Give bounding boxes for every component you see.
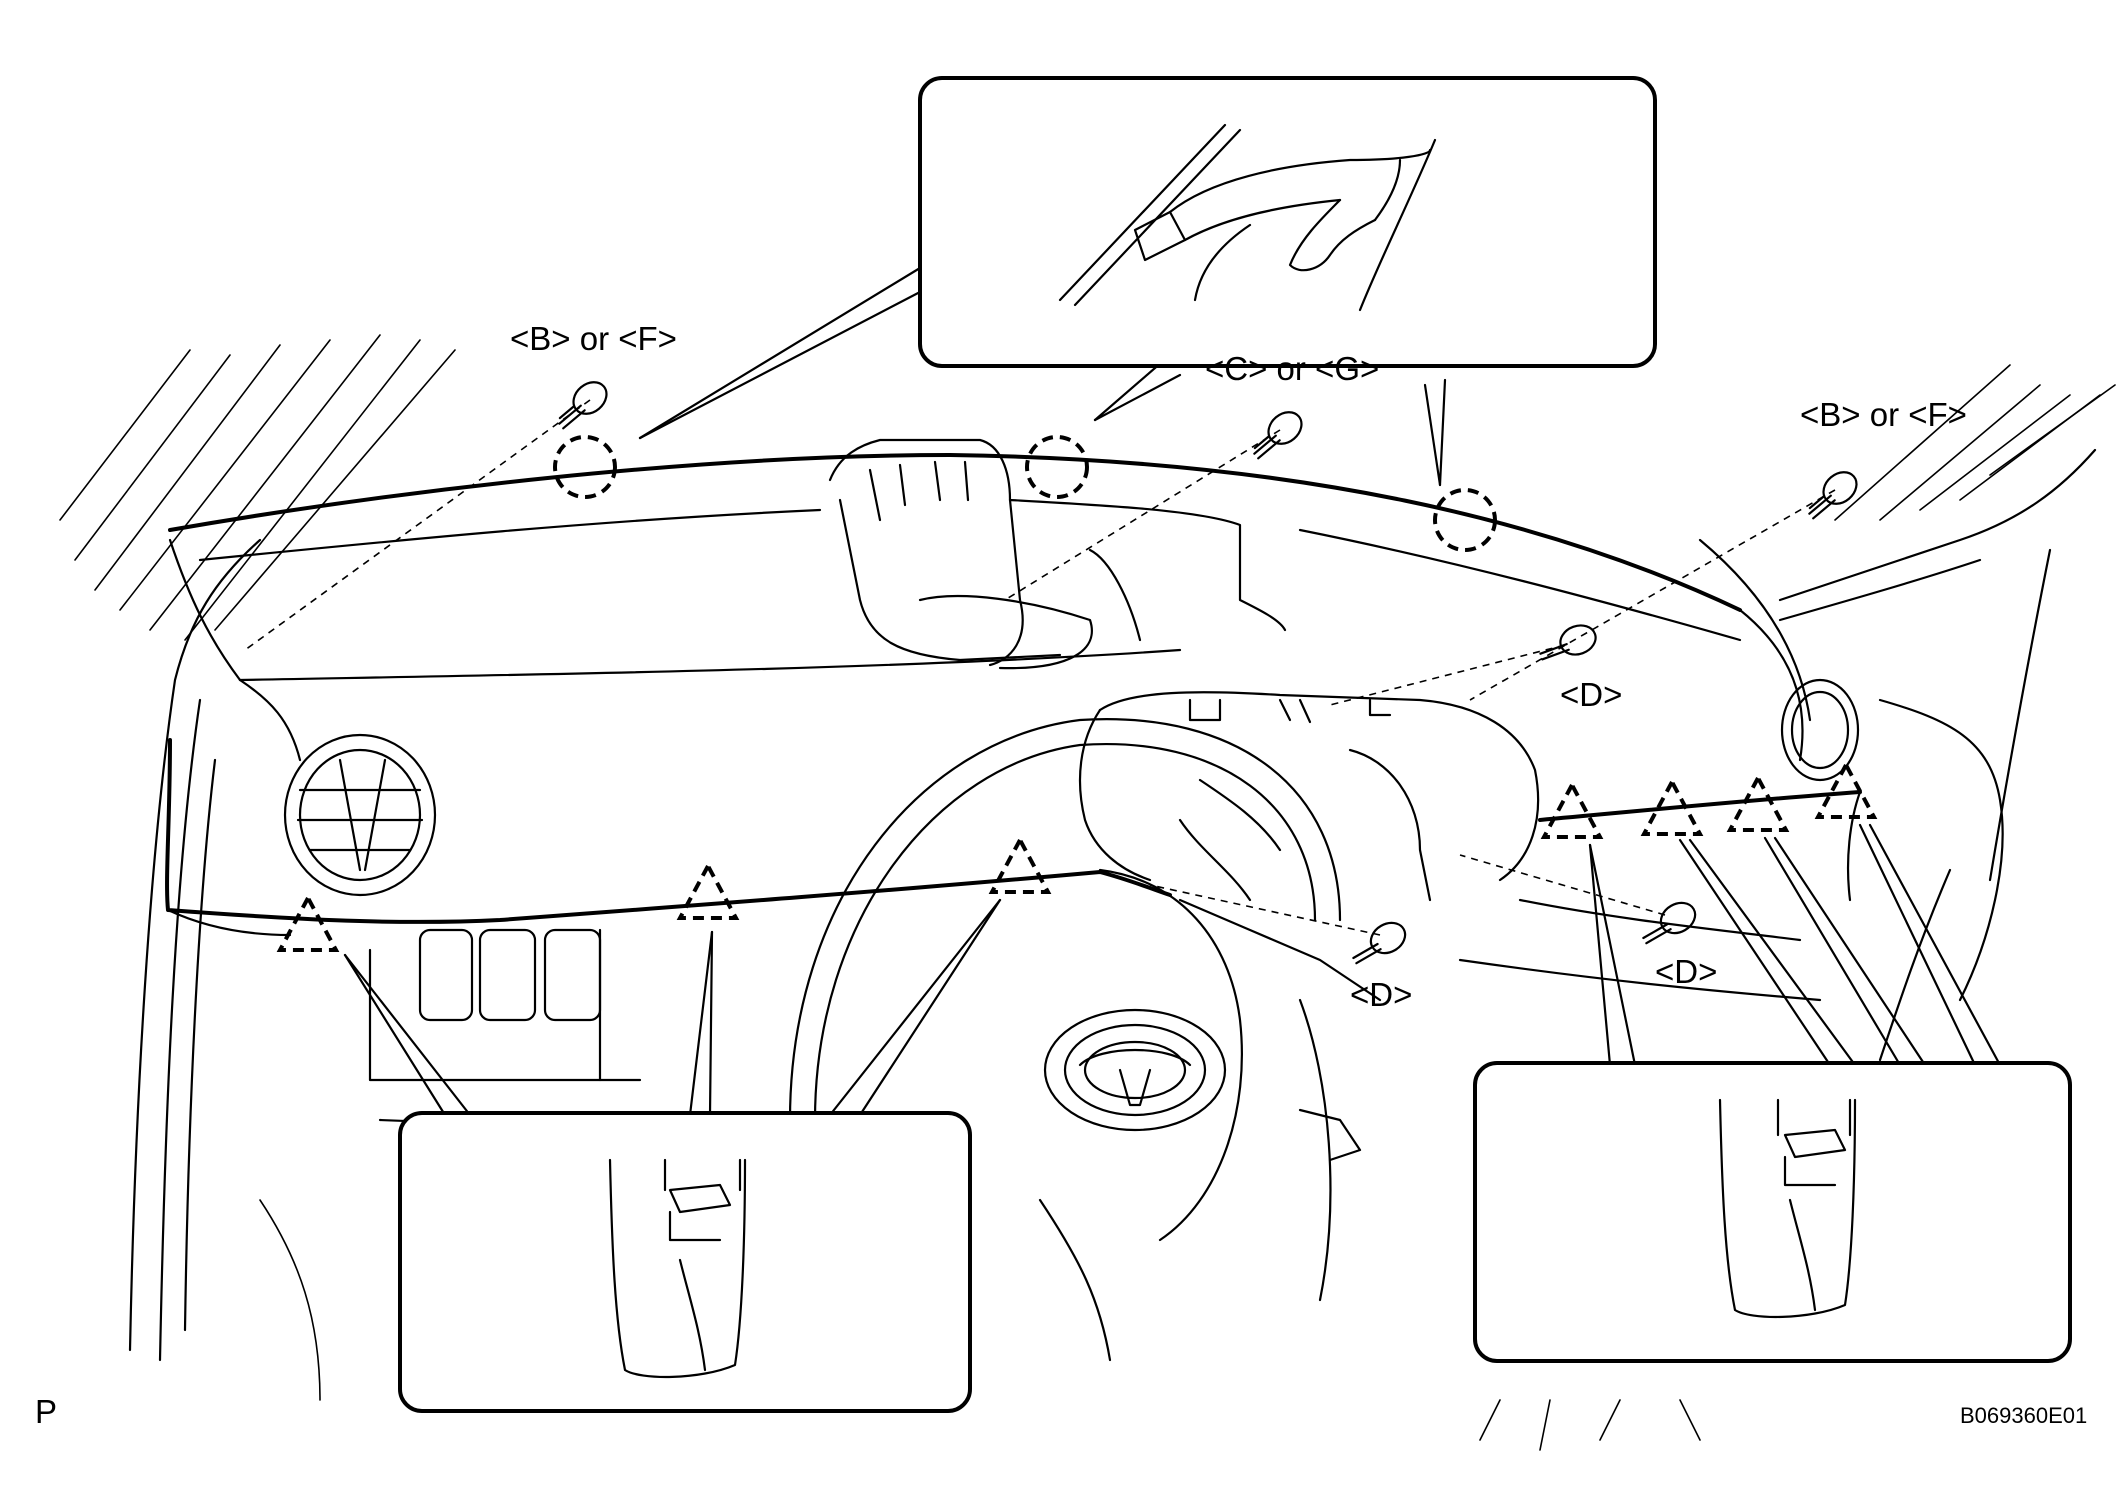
bottom-right-detail-callout xyxy=(1473,1061,2072,1363)
meter-hood-opening xyxy=(1078,691,1540,902)
clip-circle-marker xyxy=(553,435,1497,552)
label-clip-b-or-f-left: <B> or <F> xyxy=(510,320,677,357)
windshield-hatching-left xyxy=(59,334,456,641)
label-screw-d-upper: <D> xyxy=(1560,676,1623,713)
floor-lines xyxy=(259,1199,1701,1451)
air-vent-right xyxy=(1780,678,1860,782)
top-callout-leaders xyxy=(638,266,1447,487)
label-clip-b-or-f-right: <B> or <F> xyxy=(1800,396,1967,433)
a-pillar-left xyxy=(128,538,262,1362)
a-pillar-right xyxy=(1778,448,2097,882)
label-screw-d-right: <D> xyxy=(1655,953,1718,990)
lower-dash-right xyxy=(1458,698,2004,1062)
switch-panel-left xyxy=(368,928,642,1132)
screw-icon xyxy=(558,381,1858,965)
top-detail-callout xyxy=(918,76,1657,368)
steering-wheel xyxy=(788,718,1342,1302)
bottom-left-detail-callout xyxy=(398,1111,972,1413)
air-vent-left xyxy=(283,733,437,897)
corner-mark: P xyxy=(35,1393,58,1430)
label-clip-c-or-g: <C> or <G> xyxy=(1205,350,1380,387)
bottom-left-callout-leaders xyxy=(343,898,1002,1117)
bottom-right-callout-leaders xyxy=(1588,823,2002,1067)
label-screw-d-center: <D> xyxy=(1350,976,1413,1013)
center-upper-bracket xyxy=(828,438,1287,670)
claw-triangle-marker xyxy=(276,760,1878,952)
instrument-panel-outline xyxy=(165,453,1862,937)
screw-leader-lines xyxy=(244,399,1836,936)
windshield-hatching-right xyxy=(1834,364,2116,521)
figure-id: B069360E01 xyxy=(1960,1403,2088,1428)
